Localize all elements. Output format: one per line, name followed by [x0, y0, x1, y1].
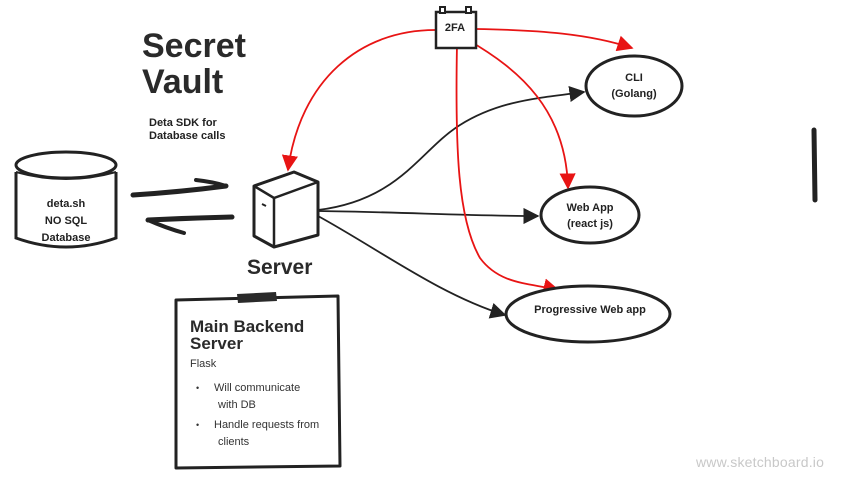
note-bullet-list: Will communicate with DB Handle requests… — [190, 380, 340, 451]
note-title: Main Backend Server — [190, 318, 340, 352]
note-bullet-item: Handle requests from clients — [190, 417, 340, 451]
database-label-line: NO SQL — [44, 215, 88, 227]
note-title-line: Main Backend — [190, 317, 305, 336]
bidirectional-arrows-icon — [130, 178, 235, 235]
cli-node-shape — [584, 54, 684, 118]
title-line: Vault — [142, 63, 224, 101]
note-bullet-line: with DB — [218, 399, 256, 411]
database-label-line: deta.sh — [46, 198, 86, 210]
database-cylinder-icon — [14, 150, 118, 249]
webapp-node-label: Web App (react js) — [550, 200, 630, 232]
database-label-line: Database — [41, 232, 91, 244]
webapp-node-line: Web App — [566, 202, 614, 214]
server-box-icon — [252, 170, 320, 249]
twofa-to-pwa-arrow — [455, 43, 560, 295]
battery-2fa-icon — [434, 6, 478, 50]
note-subtitle: Flask — [190, 358, 217, 370]
pwa-node-label: Progressive Web app — [520, 302, 660, 318]
sdk-note-line: Deta SDK for — [149, 117, 217, 129]
note-bullet-line: clients — [218, 436, 250, 448]
watermark: www.sketchboard.io — [696, 454, 825, 470]
note-bullet-line: Handle requests from — [214, 419, 320, 431]
pwa-node-line: Progressive Web app — [534, 304, 646, 316]
tape-icon — [237, 292, 277, 303]
vertical-bar-decoration — [811, 127, 818, 203]
twofa-to-cli-arrow — [475, 28, 634, 52]
sdk-note-line: Database calls — [149, 130, 226, 142]
diagram-title: Secret Vault — [142, 28, 246, 100]
note-bullet-line: Will communicate — [214, 382, 301, 394]
server-to-cli-arrow — [317, 85, 586, 211]
pwa-node-shape — [504, 284, 672, 344]
note-bullet-item: Will communicate with DB — [190, 380, 340, 414]
note-card: Main Backend Server Flask Will communica… — [190, 318, 340, 454]
title-line: Secret — [142, 27, 246, 65]
webapp-node-line: (react js) — [567, 218, 613, 230]
cli-node-line: CLI — [625, 72, 643, 84]
twofa-to-webapp-arrow — [467, 39, 576, 190]
server-to-pwa-arrow — [317, 215, 507, 319]
server-to-webapp-arrow — [317, 207, 540, 225]
server-label: Server — [247, 256, 313, 279]
database-label: deta.sh NO SQL Database — [18, 196, 114, 247]
twofa-label: 2FA — [444, 22, 466, 34]
cli-node-label: CLI (Golang) — [594, 70, 674, 102]
webapp-node-shape — [539, 185, 641, 245]
cli-node-line: (Golang) — [611, 88, 657, 100]
note-title-line: Server — [190, 334, 243, 353]
sdk-note: Deta SDK for Database calls — [149, 117, 225, 143]
twofa-to-server-arrow — [281, 29, 436, 172]
